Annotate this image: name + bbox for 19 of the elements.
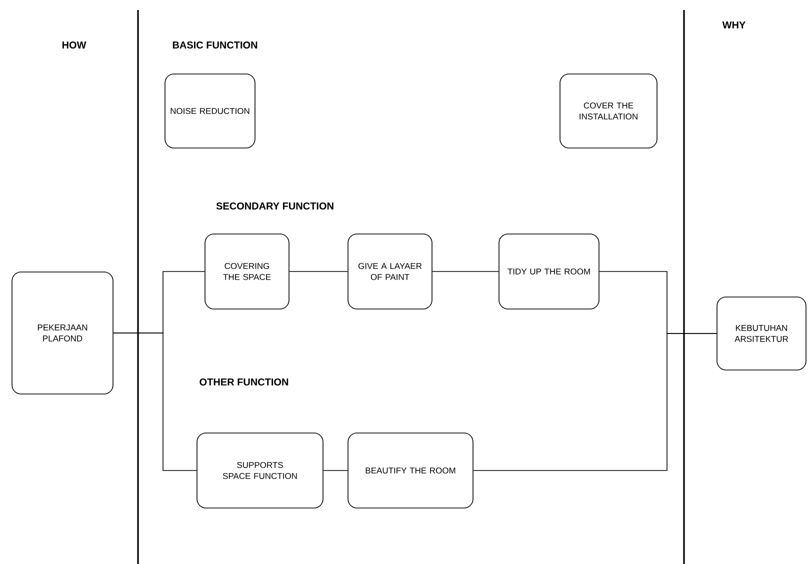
section-heading: HOW: [62, 41, 86, 49]
section-heading: BASIC FUNCTION: [172, 41, 258, 49]
process-box: KEBUTUHAN ARSITEKTUR: [716, 296, 806, 370]
process-box: NOISE REDUCTION: [164, 74, 256, 148]
process-box: GIVE A LAYAER OF PAINT: [348, 234, 432, 310]
section-heading: WHY: [722, 22, 746, 28]
section-heading: SECONDARY FUNCTION: [216, 202, 334, 210]
process-box: TIDY UP THE ROOM: [498, 234, 600, 310]
process-box: COVERING THE SPACE: [204, 234, 290, 310]
connector-line: [289, 271, 348, 272]
connector-line: [473, 333, 717, 471]
connector-line: [432, 271, 499, 272]
process-box: BEAUTIFY THE ROOM: [348, 432, 474, 508]
process-box: PEKERJAAN PLAFOND: [12, 272, 114, 394]
connector-line: [323, 470, 348, 471]
process-box: SUPPORTS SPACE FUNCTION: [196, 432, 324, 508]
process-box: COVER THE INSTALLATION: [560, 74, 658, 148]
section-heading: OTHER FUNCTION: [200, 378, 288, 386]
connector-line: [113, 332, 197, 471]
